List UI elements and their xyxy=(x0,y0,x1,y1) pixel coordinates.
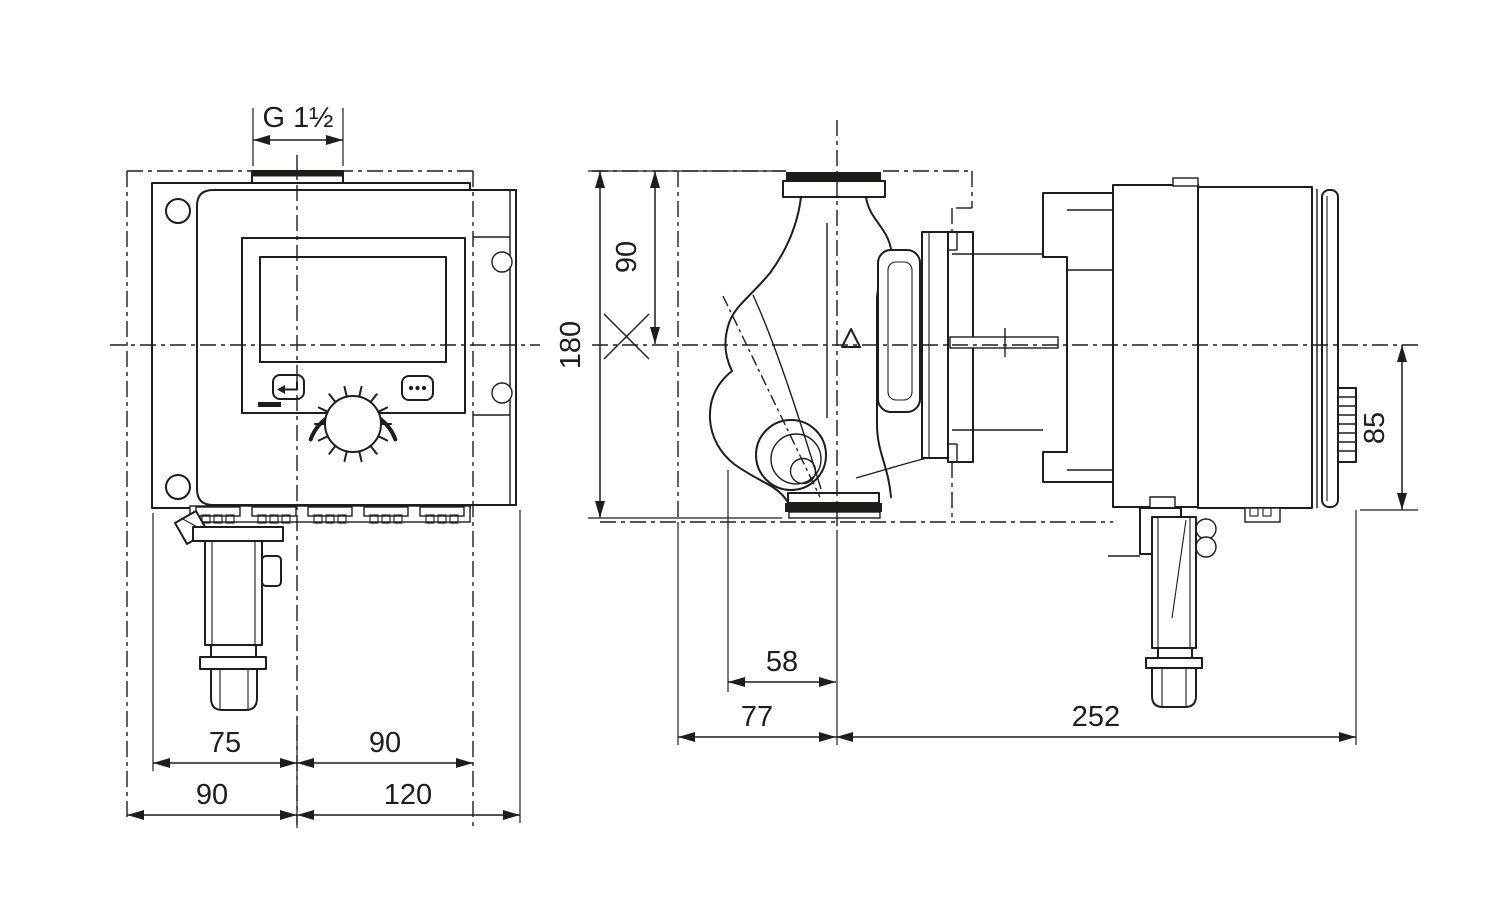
bottom-flange xyxy=(785,492,882,519)
minus-mark xyxy=(258,402,281,407)
dim-row-bottom: 77 252 xyxy=(677,510,1357,745)
dim-height-180: 180 xyxy=(555,170,786,519)
motor-can xyxy=(1112,177,1199,508)
dim-label-75: 75 xyxy=(209,727,241,759)
control-panel xyxy=(241,237,466,463)
front-centerlines xyxy=(110,155,540,828)
knob-side xyxy=(1337,387,1357,463)
triangle-up-icon xyxy=(841,328,861,348)
dim-label-90-right: 90 xyxy=(369,727,401,759)
port-face-cross xyxy=(603,313,650,360)
power-plug-side xyxy=(1145,516,1203,708)
three-dots-icon xyxy=(408,385,427,391)
terminal-group xyxy=(251,506,297,524)
front-view: G 1½ 75 90 90 120 xyxy=(110,102,540,828)
top-flange xyxy=(782,172,886,198)
shaft-center-box xyxy=(949,328,1059,357)
cable-gland-side xyxy=(1195,518,1217,540)
dim-label-thread: G 1½ xyxy=(263,102,334,134)
module-face xyxy=(196,189,517,506)
pump-housing xyxy=(603,172,949,519)
dim-label-85: 85 xyxy=(1359,412,1391,444)
display xyxy=(259,256,447,363)
dim-label-58: 58 xyxy=(766,646,798,678)
dim-label-90-left: 90 xyxy=(196,779,228,811)
screw-hole xyxy=(491,382,513,404)
side-centerlines xyxy=(592,120,1420,745)
side-view: 180 90 85 58 xyxy=(555,120,1420,745)
dim-58: 58 xyxy=(727,470,836,692)
motor-shell xyxy=(1042,192,1114,483)
dim-thread: G 1½ xyxy=(252,102,344,166)
terminal-group xyxy=(363,506,409,524)
dim-top-90: 90 xyxy=(611,171,660,344)
plug-latch xyxy=(261,555,282,587)
dim-row-overall: 90 120 xyxy=(127,510,521,823)
display-cover xyxy=(1321,189,1339,508)
mounting-hole xyxy=(165,198,191,224)
dim-label-120: 120 xyxy=(384,779,432,811)
menu-button xyxy=(401,375,434,401)
terminal-group xyxy=(307,506,353,524)
terminal-group xyxy=(419,506,465,524)
dim-label-77: 77 xyxy=(741,701,773,733)
electronics-module xyxy=(1197,186,1357,523)
dim-row-flange: 75 90 xyxy=(152,513,473,828)
dim-85: 85 xyxy=(1359,345,1418,511)
port-axis xyxy=(722,295,821,498)
power-plug-front xyxy=(174,510,284,711)
suction-port xyxy=(755,419,827,491)
bottom-connector-stub xyxy=(1244,507,1281,523)
screw-hole xyxy=(491,251,513,273)
knob-teeth xyxy=(314,385,392,463)
back-button xyxy=(272,374,305,400)
control-knob xyxy=(308,385,398,463)
mounting-hole xyxy=(165,474,191,500)
dim-label-252: 252 xyxy=(1072,701,1120,733)
lantern-window xyxy=(877,249,921,413)
terminal-strip xyxy=(189,505,471,524)
dim-label-180: 180 xyxy=(555,321,587,369)
dim-label-90-side: 90 xyxy=(611,241,643,273)
